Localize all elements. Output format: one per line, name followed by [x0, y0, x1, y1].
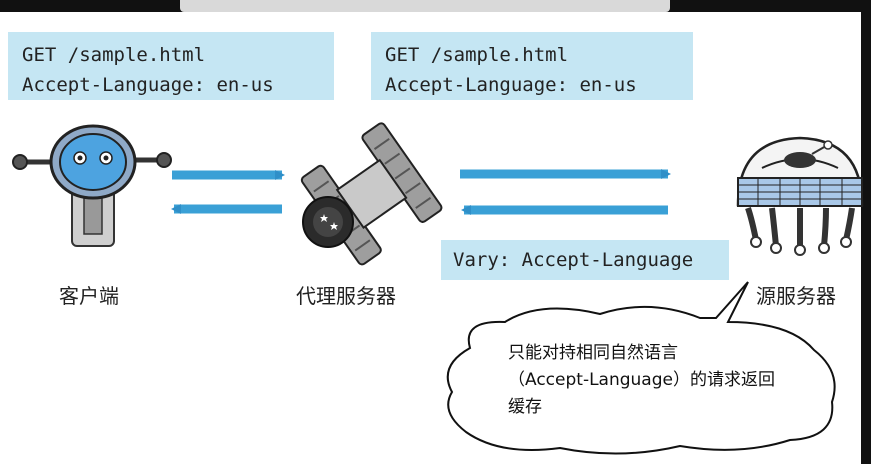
- top-image-fragment: [180, 0, 670, 12]
- client-request-header: Accept-Language: en-us: [22, 74, 274, 96]
- speech-bubble-shape: [446, 281, 836, 455]
- proxy-request-line: GET /sample.html: [385, 44, 569, 66]
- vary-header-text: Vary: Accept-Language: [453, 249, 694, 271]
- client-request-box: GET /sample.html Accept-Language: en-us: [8, 32, 334, 100]
- proxy-label: 代理服务器: [296, 284, 396, 308]
- vary-header-box: Vary: Accept-Language: [441, 240, 729, 280]
- proxy-request-header: Accept-Language: en-us: [385, 74, 637, 96]
- origin-server-robot-icon: [736, 136, 864, 256]
- origin-label: 源服务器: [756, 284, 836, 308]
- bubble-line-2: （Accept-Language）的请求返回: [508, 370, 775, 390]
- client-robot-icon: [12, 124, 172, 247]
- client-label: 客户端: [59, 284, 119, 308]
- proxy-request-box: GET /sample.html Accept-Language: en-us: [371, 32, 693, 100]
- proxy-satellite-icon: [300, 122, 443, 266]
- top-dark-bar: [0, 0, 871, 12]
- bubble-line-1: 只能对持相同自然语言: [508, 343, 678, 363]
- client-request-line: GET /sample.html: [22, 44, 206, 66]
- right-dark-bar: [861, 0, 871, 464]
- bubble-line-3: 缓存: [508, 397, 542, 417]
- speech-bubble-text: 只能对持相同自然语言 （Accept-Language）的请求返回 缓存: [508, 340, 775, 421]
